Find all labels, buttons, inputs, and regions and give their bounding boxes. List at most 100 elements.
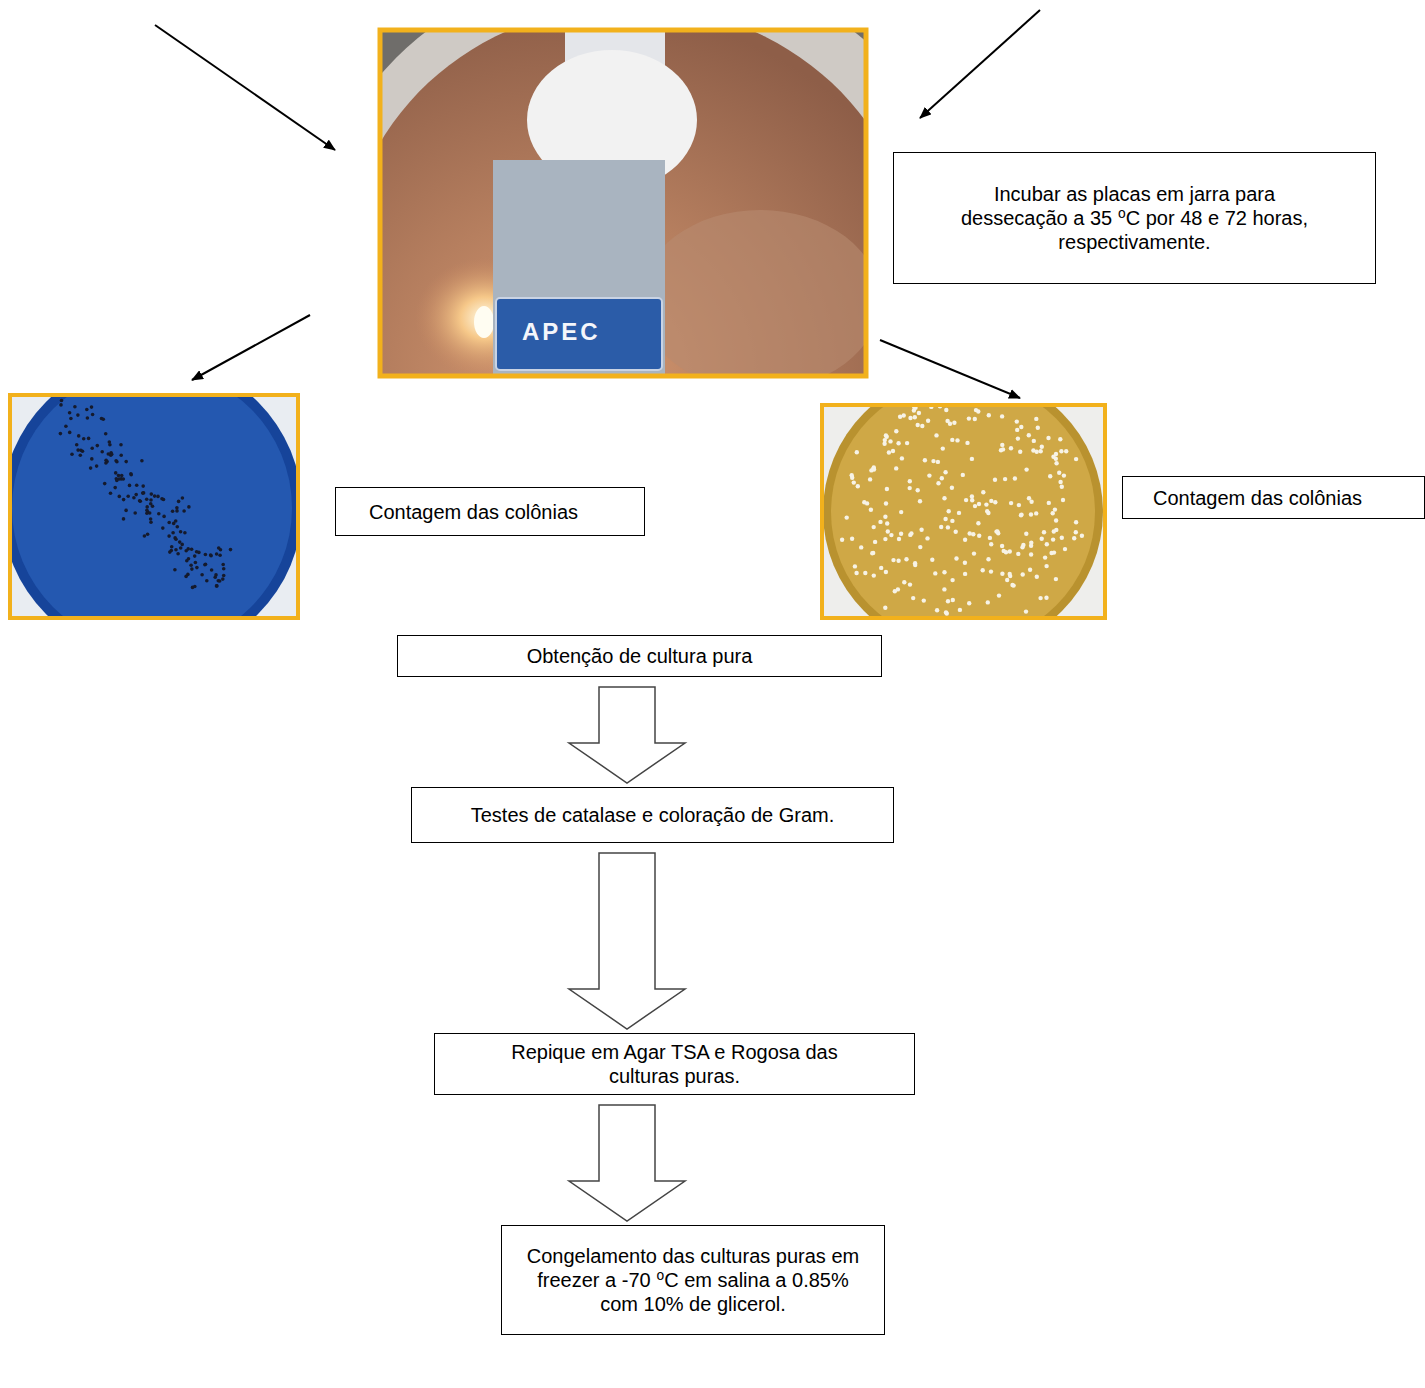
colony-dot [1019, 512, 1023, 516]
colony-dot [943, 470, 947, 474]
block-arrow [569, 853, 685, 1029]
colony-dot [221, 577, 225, 581]
colony-dot [1013, 476, 1017, 480]
colony-dot [126, 495, 130, 499]
box-text: Congelamento das culturas puras em freez… [522, 1244, 864, 1316]
colony-dot [878, 520, 882, 524]
colony-dot [952, 421, 956, 425]
colony-dot [1008, 574, 1012, 578]
colony-dot [204, 553, 208, 557]
colony-dot [118, 495, 122, 499]
colony-dot [1029, 512, 1033, 516]
colony-dot [963, 572, 967, 576]
colony-dot [908, 533, 912, 537]
colony-dot [993, 500, 997, 504]
colony-dot [889, 533, 893, 537]
colony-dot [868, 477, 872, 481]
colony-dot [850, 537, 854, 541]
colony-dot [117, 474, 121, 478]
colony-dot [981, 568, 985, 572]
colony-dot [1061, 498, 1065, 502]
colony-dot [138, 499, 142, 503]
colony-dot [957, 511, 961, 515]
colony-dot [132, 496, 136, 500]
colony-dot [167, 534, 171, 538]
colony-dot [884, 501, 888, 505]
colony-dot [209, 554, 213, 558]
colony-dot [175, 509, 179, 513]
colony-dot [900, 456, 904, 460]
colony-dot [151, 505, 155, 509]
colony-dot [961, 473, 965, 477]
colony-dot [943, 517, 947, 521]
colony-dot [946, 599, 950, 603]
colony-dot [87, 437, 91, 441]
colony-dot [1057, 471, 1061, 475]
colony-dot [1000, 443, 1004, 447]
colony-dot [887, 450, 891, 454]
colony-dot [912, 408, 916, 412]
colony-dot [891, 449, 895, 453]
colony-dot [1027, 433, 1031, 437]
colony-dot [1045, 542, 1049, 546]
colony-dot [918, 545, 922, 549]
colony-dot [107, 452, 111, 456]
colony-dot [1031, 448, 1035, 452]
colony-dot [885, 521, 889, 525]
colony-dot [124, 509, 128, 513]
colony-dot [923, 458, 927, 462]
colony-dot [1036, 426, 1040, 430]
colony-dot [174, 537, 178, 541]
colony-dot [856, 484, 860, 488]
colony-dot [902, 413, 906, 417]
colony-dot [993, 478, 997, 482]
colony-dot [1074, 520, 1078, 524]
colony-dot [950, 486, 954, 490]
colony-dot [1018, 450, 1022, 454]
colony-dot [987, 413, 991, 417]
photo-frame [380, 30, 866, 376]
colony-dot [884, 570, 888, 574]
colony-dot [149, 517, 153, 521]
colony-dot [986, 511, 990, 515]
colony-dot [122, 477, 126, 481]
colony-dot [916, 488, 920, 492]
colony-dot [176, 552, 180, 556]
colony-dot [995, 529, 999, 533]
colony-dot [897, 537, 901, 541]
colony-dot [922, 598, 926, 602]
colony-dot [178, 540, 182, 544]
colony-dot [140, 459, 144, 463]
colony-dot [908, 416, 912, 420]
colony-dot [1019, 513, 1023, 517]
colony-dot [1000, 572, 1004, 576]
colony-dot [102, 417, 106, 421]
colony-dot [141, 491, 145, 495]
colony-dot [942, 587, 946, 591]
box-text: Obtenção de cultura pura [527, 644, 753, 668]
colony-dot [948, 422, 952, 426]
colony-dot [1027, 496, 1031, 500]
colony-dot [90, 446, 94, 450]
colony-dot [75, 443, 79, 447]
colony-dot [918, 499, 922, 503]
colony-dot [883, 606, 887, 610]
colony-dot [103, 482, 107, 486]
colony-dot [967, 601, 971, 605]
colony-dot [79, 448, 83, 452]
colony-dot [931, 459, 935, 463]
colony-dot [221, 563, 225, 567]
colony-dot [1029, 500, 1033, 504]
yellow-plate-photo [820, 403, 1107, 620]
colony-dot [215, 584, 219, 588]
colony-dot [888, 439, 892, 443]
colony-dot [89, 466, 93, 470]
colony-dot [104, 432, 108, 436]
colony-dot [186, 573, 190, 577]
box-text: Contagem das colônias [369, 500, 578, 524]
colony-dot [215, 552, 219, 556]
colony-dot [855, 450, 859, 454]
colony-dot [145, 509, 149, 513]
colony-dot [141, 484, 145, 488]
block-arrow [569, 687, 685, 783]
